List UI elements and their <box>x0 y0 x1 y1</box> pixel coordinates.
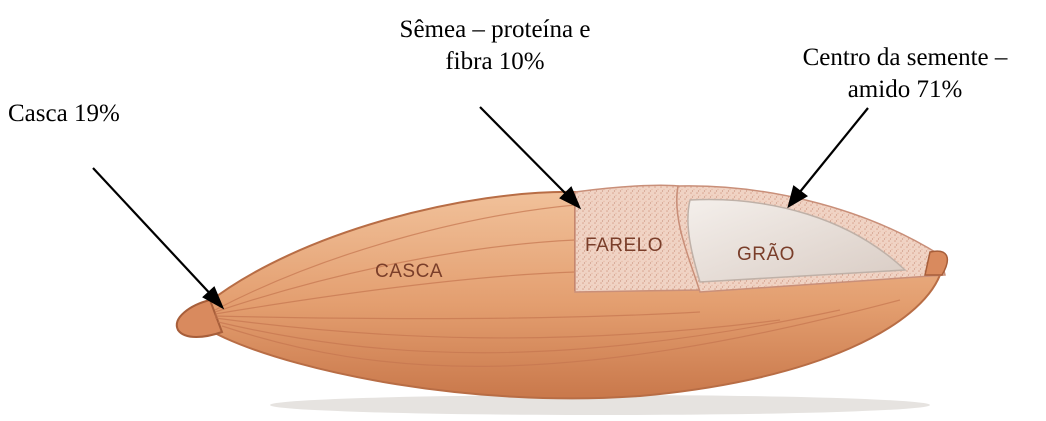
callout-semea: Sêmea – proteína e fibra 10% <box>340 14 650 78</box>
callout-semea-line1: Sêmea – proteína e <box>340 14 650 46</box>
arrow-semea <box>480 107 572 200</box>
arrow-centro <box>795 108 868 198</box>
callout-casca-text: Casca 19% <box>8 98 120 130</box>
grain-label-farelo: FARELO <box>585 235 663 256</box>
callout-centro-line2: amido 71% <box>760 74 1046 106</box>
callout-centro: Centro da semente – amido 71% <box>760 42 1046 106</box>
grain-label-grao: GRÃO <box>737 243 795 265</box>
callout-casca: Casca 19% <box>8 98 120 130</box>
callout-semea-line2: fibra 10% <box>340 46 650 78</box>
callout-centro-line1: Centro da semente – <box>760 42 1046 74</box>
grain-label-casca: CASCA <box>375 261 443 282</box>
arrow-casca <box>93 168 216 300</box>
